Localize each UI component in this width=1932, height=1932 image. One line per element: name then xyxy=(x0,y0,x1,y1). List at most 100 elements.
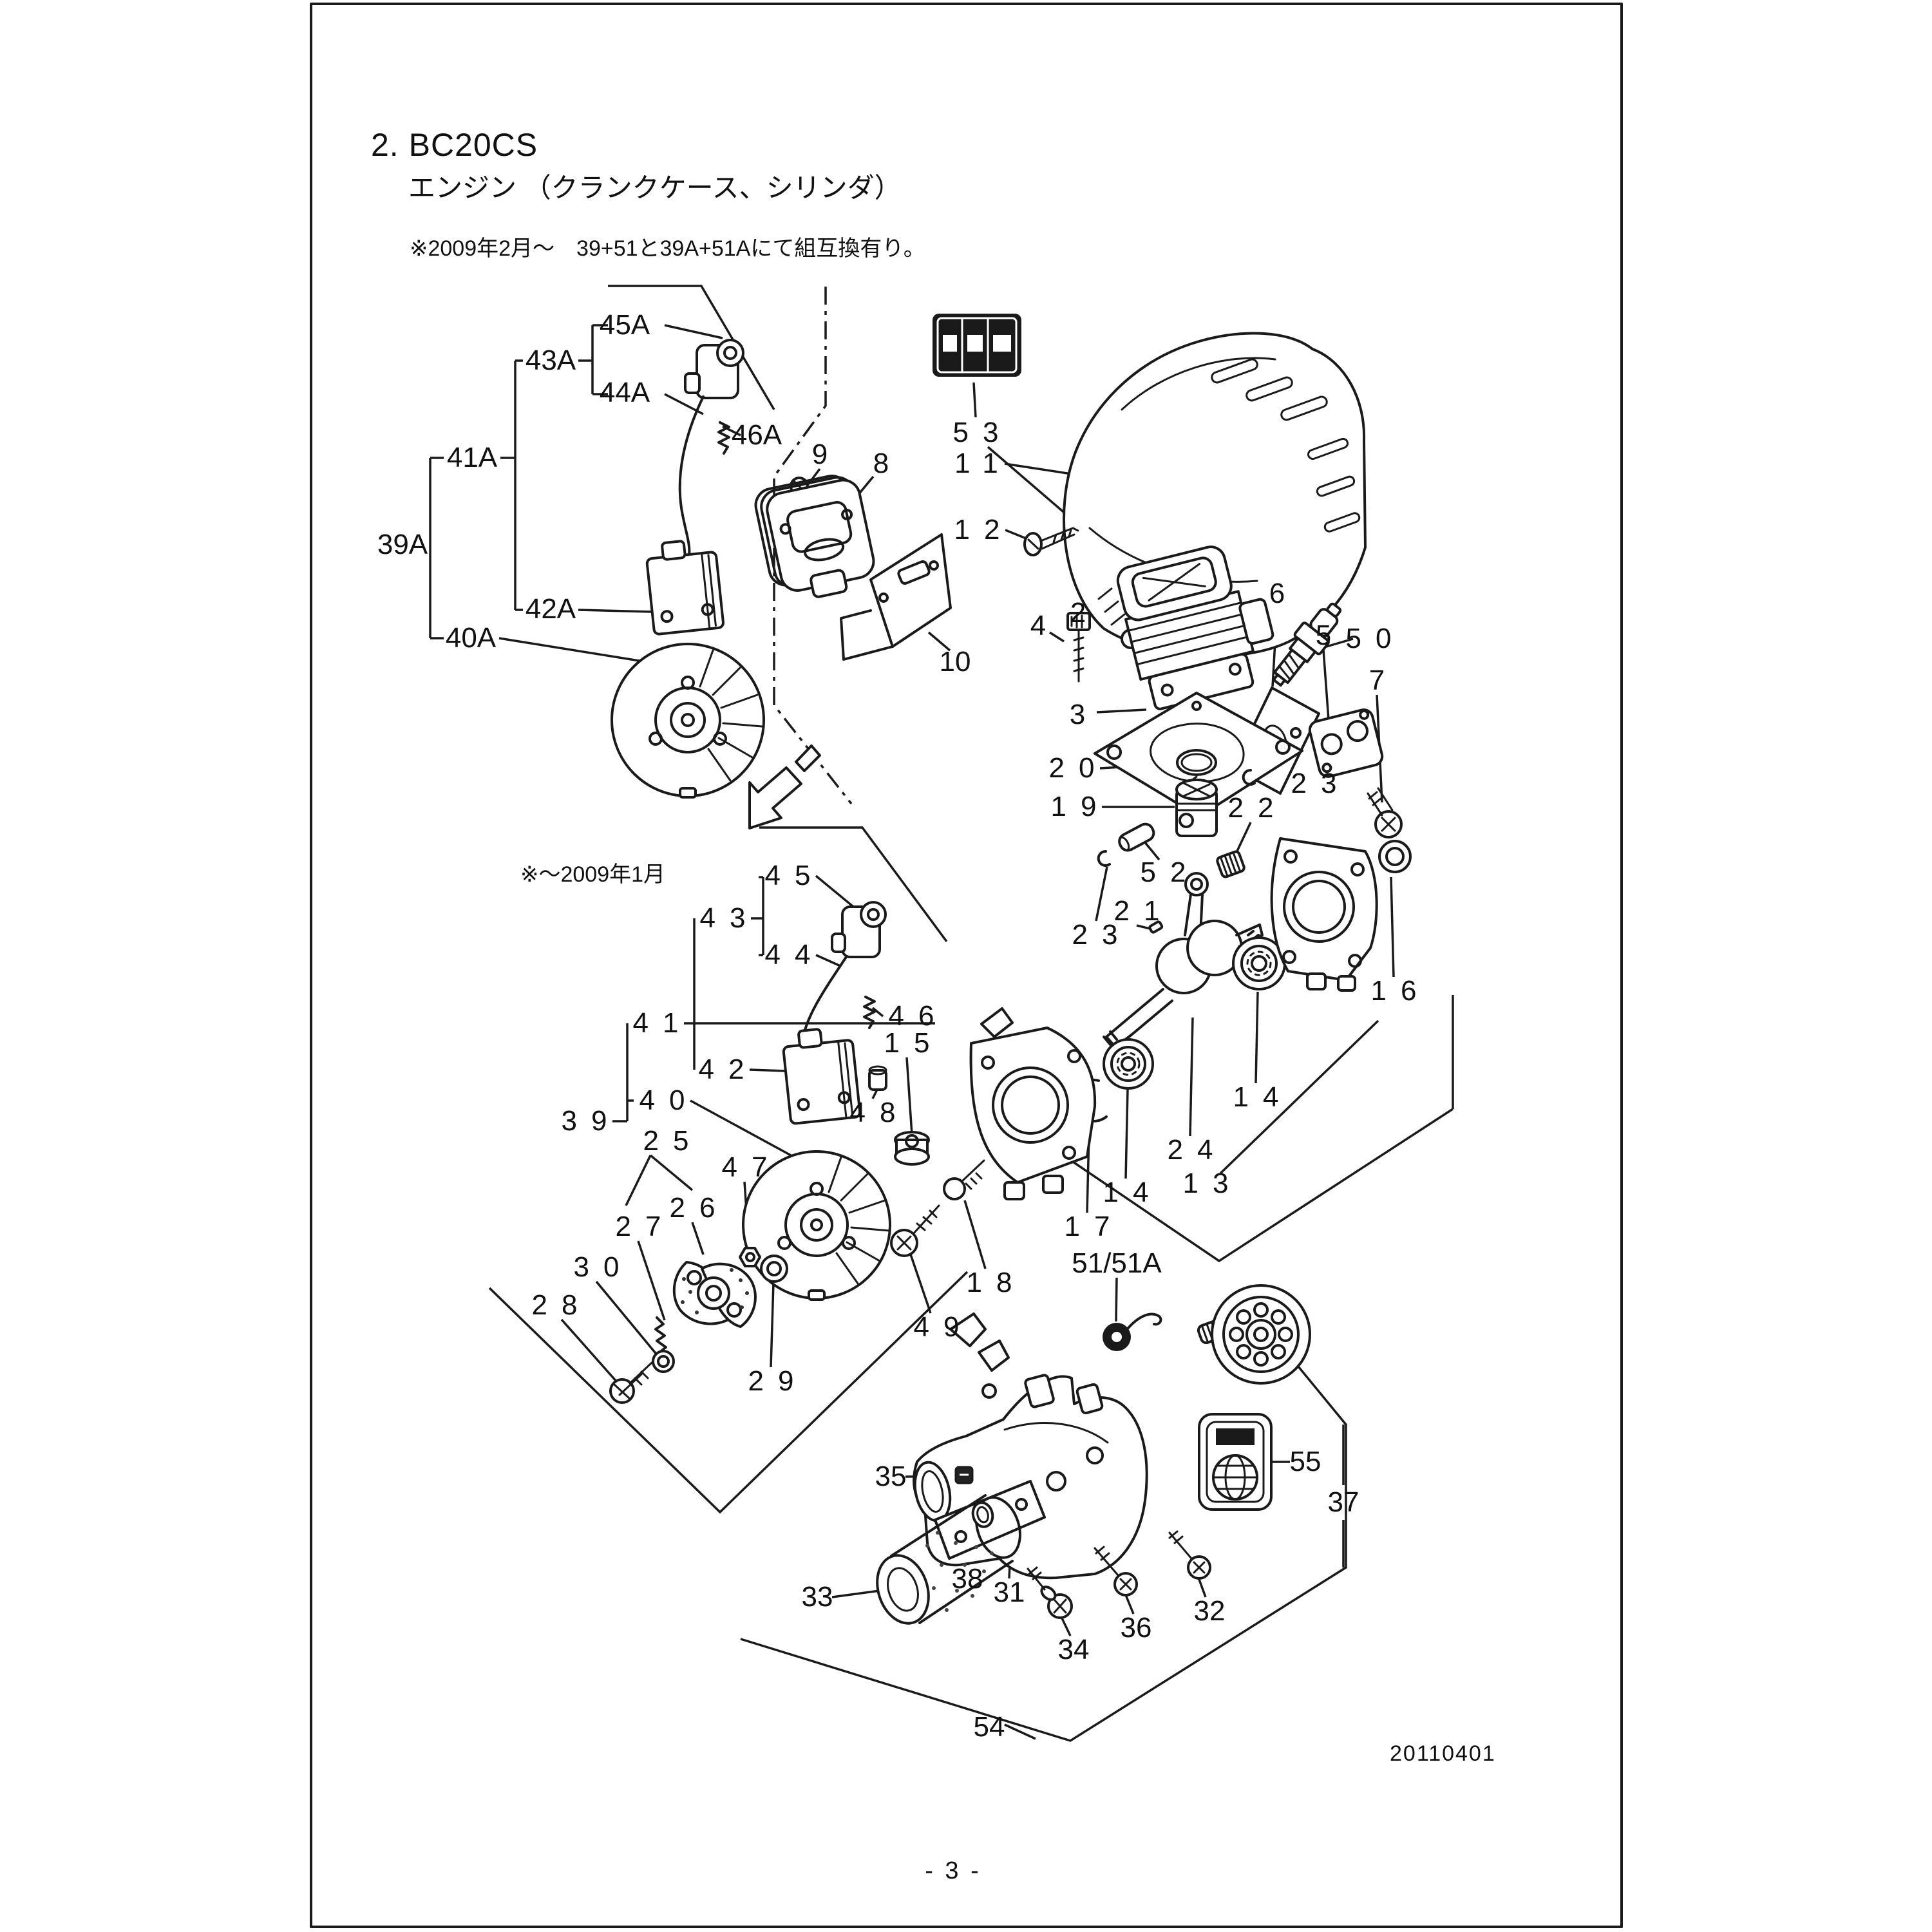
part-label-47: 47 xyxy=(721,1151,782,1183)
oil-seal-16-sketch xyxy=(1378,840,1412,873)
screw-7-sketch xyxy=(1367,787,1403,838)
view-direction-arrow xyxy=(748,744,821,829)
crankcase-left-sketch xyxy=(969,1007,1097,1200)
bolt-28-sketch xyxy=(609,1361,653,1404)
part-label-3: 3 xyxy=(1069,699,1086,730)
part-label-20: 20 xyxy=(1048,752,1109,784)
grommet-15-sketch xyxy=(894,1131,930,1166)
part-label-44: 44 xyxy=(764,939,825,971)
clutch-spring-51-sketch xyxy=(1103,1312,1162,1351)
spark-plug-50-sketch xyxy=(1272,602,1342,687)
needle-bearing-22-sketch xyxy=(1216,850,1245,878)
piston-19-sketch xyxy=(1175,775,1218,837)
part-label-34: 34 xyxy=(1057,1634,1090,1665)
clutch-drum-37-sketch xyxy=(1197,1284,1311,1385)
circlip-23-left-sketch xyxy=(1097,849,1111,867)
warning-sticker-53-sketch xyxy=(933,314,1021,377)
part-label-35: 35 xyxy=(875,1461,907,1492)
part-label-23r: 23 xyxy=(1291,768,1351,799)
flywheel-40A-sketch xyxy=(611,643,765,799)
part-label-21: 21 xyxy=(1113,895,1174,927)
part-label-44A: 44A xyxy=(599,377,650,408)
part-label-9: 9 xyxy=(811,439,828,470)
part-label-45: 45 xyxy=(764,860,825,891)
nut-35-sketch xyxy=(954,1466,974,1484)
ignition-coil-42A-sketch xyxy=(645,540,724,636)
plug-cap-45A-sketch xyxy=(684,339,744,399)
part-label-22: 22 xyxy=(1227,792,1288,824)
woodruff-key-21-sketch xyxy=(1148,920,1164,934)
plug-cap-45-sketch xyxy=(831,901,887,958)
part-label-33: 33 xyxy=(801,1581,833,1613)
part-label-24: 24 xyxy=(1167,1134,1227,1166)
screw-12-sketch xyxy=(1023,527,1079,556)
part-label-46A: 46A xyxy=(731,419,782,451)
page-frame xyxy=(310,3,1623,1928)
piston-pin-52-sketch xyxy=(1118,822,1155,852)
clutch-spring-27-sketch xyxy=(654,1316,667,1354)
part-label-50: 50 xyxy=(1345,623,1406,654)
spring-46-sketch xyxy=(863,996,876,1029)
part-label-16: 16 xyxy=(1370,975,1431,1007)
part-label-32: 32 xyxy=(1193,1595,1226,1627)
washer-29-sketch xyxy=(760,1255,788,1283)
part-label-10: 10 xyxy=(939,646,971,677)
bolt-36-sketch xyxy=(1094,1546,1138,1596)
clutch-housing-31-sketch xyxy=(913,1312,1148,1580)
part-label-39A: 39A xyxy=(377,529,428,560)
part-label-14l: 14 xyxy=(1103,1177,1163,1208)
centerline-dashdot xyxy=(773,287,853,805)
part-label-28: 28 xyxy=(531,1289,592,1321)
insulator-5-sketch xyxy=(1308,708,1384,778)
screw-18-sketch xyxy=(943,1159,985,1200)
part-label-30: 30 xyxy=(573,1251,634,1283)
part-label-42A: 42A xyxy=(525,593,576,625)
muffler-bracket-10-sketch xyxy=(840,533,952,661)
part-label-17: 17 xyxy=(1064,1211,1124,1242)
part-label-29: 29 xyxy=(748,1365,808,1397)
part-label-39: 39 xyxy=(561,1105,621,1137)
spring-46A-sketch xyxy=(717,421,730,455)
page-subtitle: エンジン （クランクケース、シリンダ） xyxy=(408,173,902,203)
part-label-54: 54 xyxy=(973,1711,1005,1743)
part-label-14r: 14 xyxy=(1233,1081,1293,1113)
group-boundary-lines xyxy=(488,285,1454,1742)
revision-date: 20110401 xyxy=(1390,1741,1496,1766)
part-label-45A: 45A xyxy=(599,309,650,341)
crankshaft-24-sketch xyxy=(1103,872,1264,1048)
part-label-43: 43 xyxy=(699,902,760,934)
part-label-31: 31 xyxy=(993,1577,1025,1608)
part-label-8: 8 xyxy=(873,448,889,479)
muffler-8-sketch xyxy=(754,475,875,598)
bolt-34-sketch xyxy=(1027,1566,1073,1619)
part-label-18: 18 xyxy=(966,1267,1027,1298)
part-label-43A: 43A xyxy=(525,345,576,376)
part-label-40: 40 xyxy=(639,1084,699,1116)
part-label-40A: 40A xyxy=(445,622,497,654)
part-label-48: 48 xyxy=(849,1097,910,1128)
part-label-5: 5 xyxy=(1315,620,1332,651)
part-label-19: 19 xyxy=(1050,791,1111,822)
part-label-25: 25 xyxy=(643,1125,703,1157)
ignition-coil-42-sketch xyxy=(782,1028,862,1125)
circlip-23-right-sketch xyxy=(1242,768,1256,786)
page-number: - 3 - xyxy=(925,1857,981,1884)
part-label-12: 12 xyxy=(954,514,1014,545)
part-label-6: 6 xyxy=(1269,578,1285,609)
ht-lead-44A-sketch xyxy=(678,395,705,556)
part-label-37: 37 xyxy=(1327,1486,1359,1518)
part-label-42: 42 xyxy=(698,1054,759,1085)
ball-bearing-14-left-sketch xyxy=(1103,1038,1154,1090)
part-label-13: 13 xyxy=(1182,1168,1243,1199)
label-sticker-55-sketch xyxy=(1198,1413,1273,1511)
note-2009-jan: ※～2009年1月 xyxy=(520,862,666,887)
part-label-15: 15 xyxy=(884,1027,944,1059)
part-label-41A: 41A xyxy=(446,442,498,473)
part-label-55: 55 xyxy=(1289,1446,1321,1477)
part-label-41: 41 xyxy=(632,1007,693,1039)
nut-47-sketch xyxy=(739,1247,761,1267)
part-label-2: 2 xyxy=(1070,597,1086,629)
part-label-51: 51/51A xyxy=(1072,1247,1162,1279)
